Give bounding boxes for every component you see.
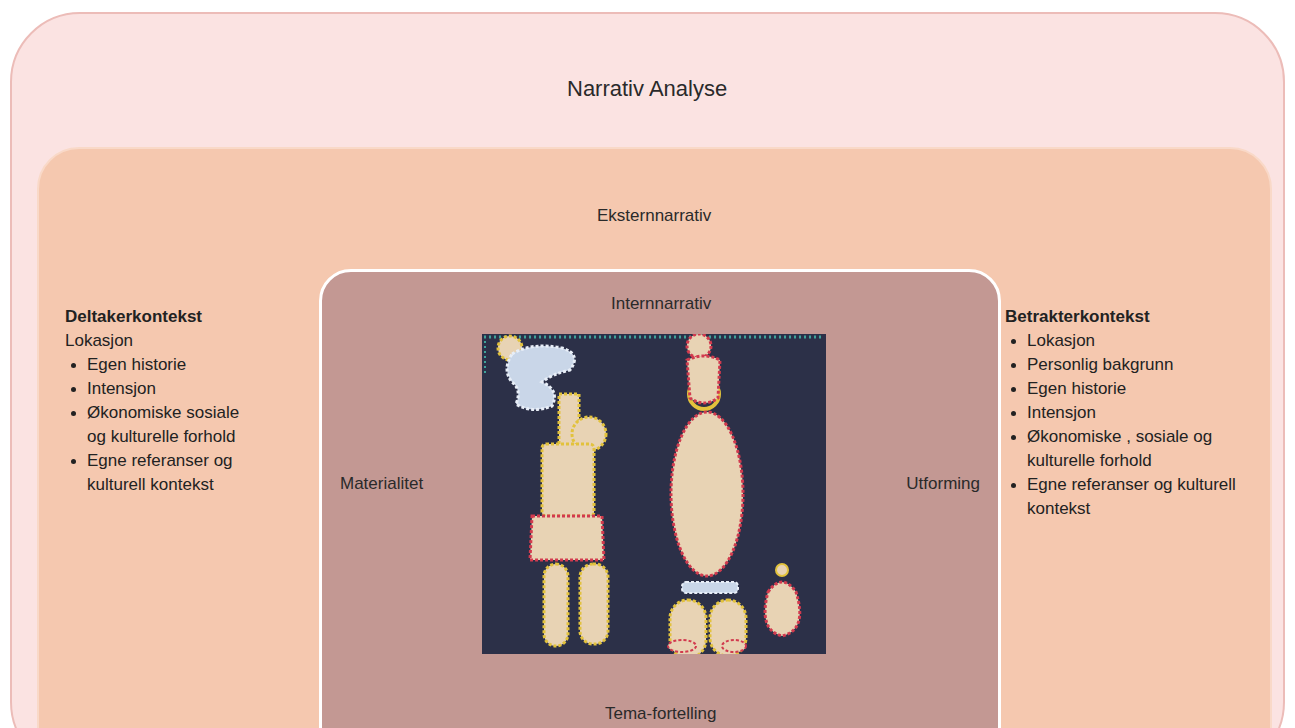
context-item: Økonomiske sosiale og kulturelle forhold (65, 401, 243, 449)
context-item: Personlig bakgrunn (1005, 353, 1255, 377)
side-label: Materialitet (340, 474, 423, 494)
bullet-dot (71, 411, 76, 416)
context-item: Intensjon (65, 377, 243, 401)
context-item: Intensjon (1005, 401, 1255, 425)
context-item: Egne referanser og kulturell kontekst (65, 449, 243, 497)
context-item: Lokasjon (1027, 331, 1095, 350)
bullet-dot (1011, 411, 1016, 416)
context-item: Økonomiske sosiale og kulturelle forhold (87, 403, 239, 446)
bullet-dot (1011, 483, 1016, 488)
bullet-dot (71, 363, 76, 368)
context-heading: Betrakterkontekst (1005, 305, 1255, 329)
context-list: BetrakterkontekstLokasjonPersonlig bakgr… (1005, 305, 1255, 521)
context-item: Egne referanser og kulturell kontekst (1027, 475, 1236, 518)
context-item: Egen historie (65, 353, 243, 377)
side-label: Utforming (906, 474, 980, 494)
context-item: Økonomiske , sosiale og kulturelle forho… (1005, 425, 1255, 473)
region-title: Narrativ Analyse (567, 76, 727, 102)
context-heading: Deltakerkontekst (65, 305, 243, 329)
context-item: Egen historie (1005, 377, 1255, 401)
context-item: Økonomiske , sosiale og kulturelle forho… (1027, 427, 1212, 470)
context-item: Lokasjon (1005, 329, 1255, 353)
context-item: Egen historie (87, 355, 186, 374)
context-list: DeltakerkontekstLokasjonEgen historieInt… (65, 305, 243, 497)
context-item: Lokasjon (65, 329, 243, 353)
context-heading: Deltakerkontekst (65, 307, 202, 326)
context-item: Egne referanser og kulturell kontekst (87, 451, 233, 494)
region-title: Eksternnarrativ (597, 206, 711, 226)
felt-illustration (482, 334, 826, 654)
bullet-dot (1011, 339, 1016, 344)
context-item: Personlig bakgrunn (1027, 355, 1173, 374)
region-title: Tema-fortelling (605, 704, 717, 724)
context-item: Intensjon (1027, 403, 1096, 422)
context-heading: Betrakterkontekst (1005, 307, 1150, 326)
region-title: Internnarrativ (611, 294, 711, 314)
context-item: Egne referanser og kulturell kontekst (1005, 473, 1255, 521)
bullet-dot (1011, 435, 1016, 440)
bullet-dot (71, 459, 76, 464)
context-item: Intensjon (87, 379, 156, 398)
bullet-dot (71, 387, 76, 392)
internal-region: InternnarrativMaterialitet UtformingTema-… (319, 269, 1001, 728)
bullet-dot (1011, 387, 1016, 392)
context-item: Lokasjon (65, 331, 133, 350)
context-item: Egen historie (1027, 379, 1126, 398)
bullet-dot (1011, 363, 1016, 368)
